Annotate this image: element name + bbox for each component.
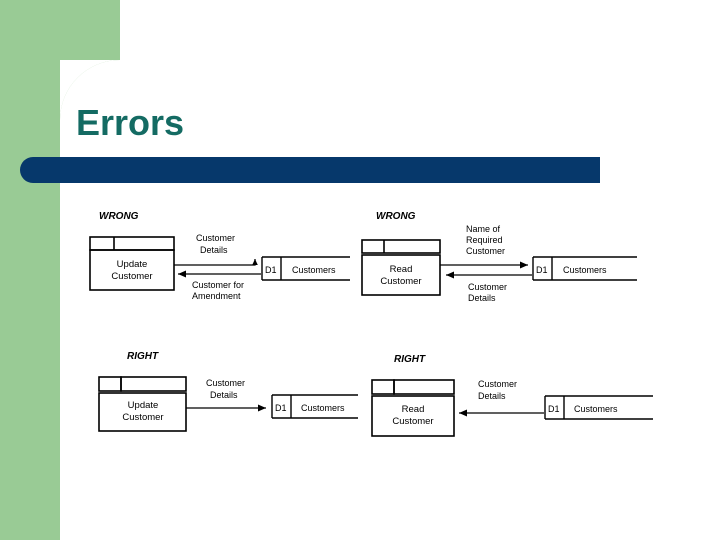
diagram-right-update: RIGHT Update Customer D1 Customers Custo… bbox=[98, 351, 358, 432]
flow-label-out-line1-wrong-read: Name of bbox=[466, 224, 501, 234]
process-id-cell-right-update bbox=[98, 376, 122, 392]
datastore-name-right-read: Customers bbox=[574, 404, 618, 414]
flow-label-out-line1-wrong-update: Customer bbox=[196, 233, 235, 243]
datastore-id-wrong-update: D1 bbox=[265, 265, 277, 275]
datastore-shape-wrong-read bbox=[532, 256, 637, 281]
flow-label-line1-right-update: Customer bbox=[206, 378, 245, 388]
flow-label-in-line2-wrong-read: Details bbox=[468, 293, 496, 303]
datastore-id-wrong-read: D1 bbox=[536, 265, 548, 275]
process-name-line1-right-update: Update bbox=[128, 400, 159, 411]
diagram-wrong-read: WRONG Read Customer D1 Customers Name of… bbox=[361, 211, 637, 303]
decorative-green-band bbox=[0, 0, 60, 540]
process-header-right-read bbox=[393, 379, 455, 395]
verdict-label-right-read: RIGHT bbox=[394, 354, 426, 365]
process-name-line1-wrong-read: Read bbox=[390, 264, 413, 275]
verdict-label-wrong-read: WRONG bbox=[376, 211, 416, 222]
process-name-line2-wrong-read: Customer bbox=[380, 276, 421, 287]
datastore-id-right-update: D1 bbox=[275, 403, 287, 413]
flow-label-in-line2-wrong-update: Amendment bbox=[192, 291, 241, 301]
datastore-name-right-update: Customers bbox=[301, 403, 345, 413]
datastore-shape-right-update bbox=[271, 394, 358, 419]
datastore-id-right-read: D1 bbox=[548, 404, 560, 414]
process-name-line1-wrong-update: Update bbox=[117, 259, 148, 270]
process-box-right-update bbox=[98, 392, 187, 432]
process-box-wrong-update bbox=[89, 249, 175, 291]
process-box-wrong-read bbox=[361, 254, 441, 296]
flow-label-line1-right-read: Customer bbox=[478, 379, 517, 389]
flow-label-in-line1-wrong-read: Customer bbox=[468, 282, 507, 292]
diagram-right-read: RIGHT Read Customer D1 Customers Custome… bbox=[371, 354, 653, 437]
process-name-line2-wrong-update: Customer bbox=[111, 271, 152, 282]
datastore-shape-right-read bbox=[544, 395, 653, 420]
process-name-line2-right-update: Customer bbox=[122, 412, 163, 423]
process-header-wrong-read bbox=[361, 239, 441, 254]
flow-arrow-out-wrong-update bbox=[174, 259, 258, 266]
process-header-wrong-update bbox=[89, 236, 175, 251]
datastore-shape-wrong-update bbox=[261, 256, 350, 281]
process-name-line2-right-read: Customer bbox=[392, 416, 433, 427]
dfd-diagram-area: WRONG Update Customer D1 Customers Custo… bbox=[0, 195, 720, 475]
title-underline-bar bbox=[20, 157, 600, 183]
flow-label-line2-right-read: Details bbox=[478, 391, 506, 401]
flow-label-out-line2-wrong-read: Required bbox=[466, 235, 503, 245]
verdict-label-wrong-update: WRONG bbox=[99, 211, 139, 222]
flow-label-line2-right-update: Details bbox=[210, 390, 238, 400]
flow-label-out-line2-wrong-update: Details bbox=[200, 245, 228, 255]
dfd-svg: WRONG Update Customer D1 Customers Custo… bbox=[89, 211, 653, 437]
page-title: Errors bbox=[76, 102, 185, 143]
verdict-label-right-update: RIGHT bbox=[127, 351, 159, 362]
process-header-right-update bbox=[120, 376, 187, 392]
process-id-cell-right-read bbox=[371, 379, 395, 395]
flow-label-in-line1-wrong-update: Customer for bbox=[192, 280, 244, 290]
datastore-name-wrong-read: Customers bbox=[563, 265, 607, 275]
process-box-right-read bbox=[371, 395, 455, 437]
process-name-line1-right-read: Read bbox=[402, 404, 425, 415]
diagram-wrong-update: WRONG Update Customer D1 Customers Custo… bbox=[89, 211, 350, 301]
flow-label-out-line3-wrong-read: Customer bbox=[466, 246, 505, 256]
datastore-name-wrong-update: Customers bbox=[292, 265, 336, 275]
